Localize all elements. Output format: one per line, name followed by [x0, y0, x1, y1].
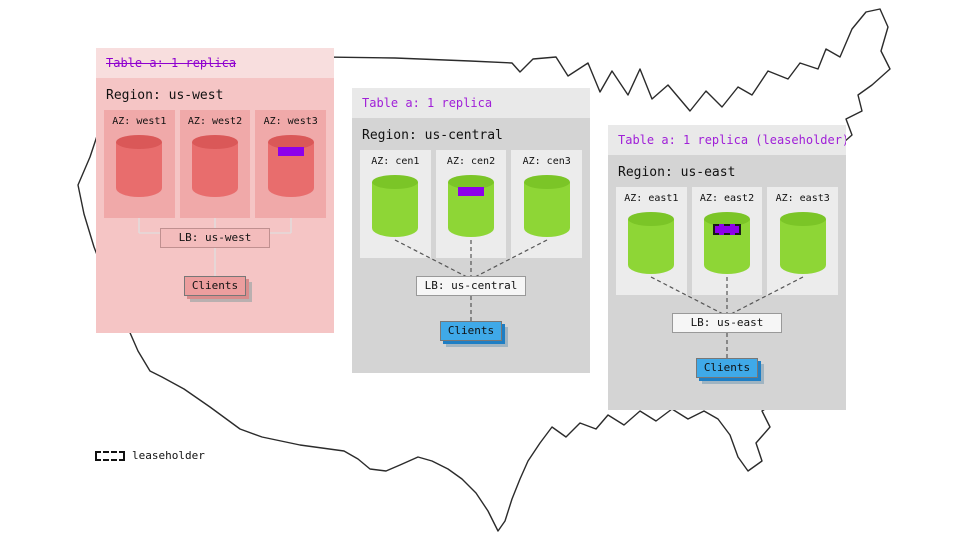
database-cylinder-icon: [779, 212, 826, 274]
cylinder-body: [192, 142, 238, 197]
cylinder-body: [523, 182, 570, 237]
cylinder-body: [779, 219, 826, 274]
region-panel-us-east: Table a: 1 replica (leaseholder) Region:…: [608, 125, 846, 410]
az-box-west2: AZ: west2: [179, 110, 251, 218]
load-balancer-box: LB: us-west: [160, 228, 270, 248]
region-panel-us-west: Table a: 1 replica Region: us-west AZ: w…: [96, 48, 334, 333]
az-label: AZ: east2: [699, 193, 755, 204]
clients-box: Clients: [184, 276, 246, 296]
load-balancer-box: LB: us-east: [672, 313, 782, 333]
legend-label: leaseholder: [132, 449, 205, 462]
cylinder-top: [116, 135, 163, 149]
database-cylinder-icon: [267, 135, 314, 197]
load-balancer-box: LB: us-central: [416, 276, 526, 296]
region-panel-us-central: Table a: 1 replica Region: us-central AZ…: [352, 88, 590, 373]
table-replica-label: Table a: 1 replica: [96, 48, 334, 78]
az-box-east2: AZ: east2: [691, 187, 763, 295]
database-cylinder-icon: [704, 212, 750, 274]
cylinder-top: [448, 175, 494, 189]
az-label: AZ: cen1: [371, 156, 420, 167]
legend: leaseholder: [95, 449, 205, 462]
leaseholder-replica-badge: [713, 224, 741, 235]
az-label: AZ: east1: [624, 193, 679, 204]
cylinder-body: [372, 182, 419, 237]
cylinder-top: [267, 135, 314, 149]
az-box-cen2: AZ: cen2: [435, 150, 507, 258]
az-box-west1: AZ: west1: [104, 110, 175, 218]
az-box-cen1: AZ: cen1: [360, 150, 431, 258]
az-label: AZ: east3: [775, 193, 830, 204]
clients-box: Clients: [696, 358, 758, 378]
database-cylinder-icon: [372, 175, 419, 237]
az-label: AZ: cen3: [522, 156, 571, 167]
clients-box: Clients: [440, 321, 502, 341]
replica-badge: [277, 147, 304, 156]
az-box-cen3: AZ: cen3: [511, 150, 583, 258]
az-label: AZ: cen2: [446, 156, 496, 167]
cylinder-top: [523, 175, 570, 189]
az-box-east3: AZ: east3: [767, 187, 839, 295]
az-box-east1: AZ: east1: [616, 187, 687, 295]
az-label: AZ: west3: [263, 116, 318, 127]
az-row: AZ: east1 AZ: east2 AZ: east3: [608, 187, 846, 295]
az-box-west3: AZ: west3: [255, 110, 327, 218]
leaseholder-legend-icon: [95, 450, 125, 461]
az-row: AZ: cen1 AZ: cen2 AZ: cen3: [352, 150, 590, 258]
az-label: AZ: west1: [112, 116, 167, 127]
database-cylinder-icon: [628, 212, 675, 274]
table-replica-label: Table a: 1 replica (leaseholder): [608, 125, 846, 155]
cylinder-top: [192, 135, 238, 149]
database-cylinder-icon: [523, 175, 570, 237]
az-label: AZ: west2: [187, 116, 243, 127]
database-cylinder-icon: [448, 175, 494, 237]
cylinder-body: [116, 142, 163, 197]
replica-badge: [458, 187, 484, 196]
table-replica-label: Table a: 1 replica: [352, 88, 590, 118]
cylinder-top: [779, 212, 826, 226]
az-row: AZ: west1 AZ: west2 AZ: west3: [96, 110, 334, 218]
region-title: Region: us-west: [106, 88, 224, 103]
database-cylinder-icon: [116, 135, 163, 197]
cylinder-top: [372, 175, 419, 189]
region-title: Region: us-central: [362, 128, 503, 143]
database-cylinder-icon: [192, 135, 238, 197]
cylinder-top: [704, 212, 750, 226]
cylinder-top: [628, 212, 675, 226]
cylinder-body: [628, 219, 675, 274]
region-title: Region: us-east: [618, 165, 736, 180]
